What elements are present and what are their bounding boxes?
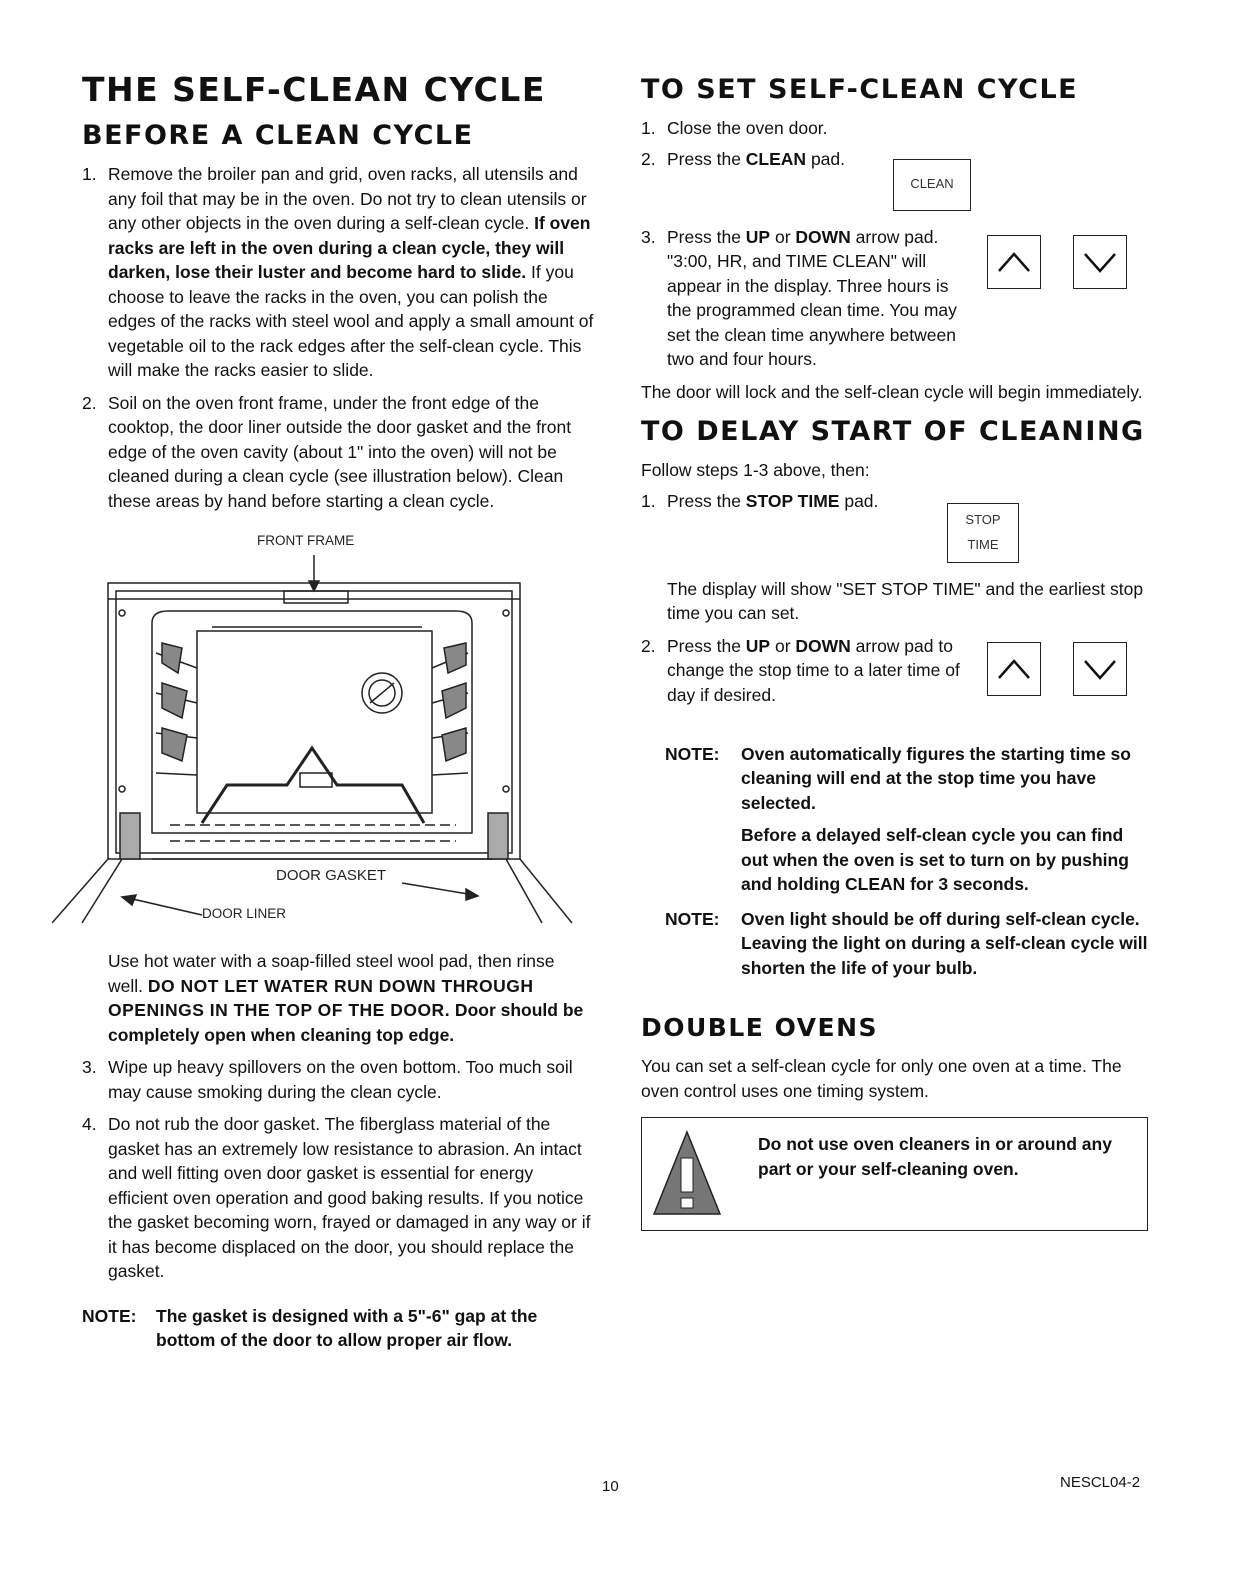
- door-liner-label: DOOR LINER: [202, 906, 287, 921]
- step-text: or: [770, 635, 796, 656]
- list-item: 1. Remove the broiler pan and grid, oven…: [82, 162, 594, 383]
- down-label: DOWN: [795, 226, 851, 247]
- front-frame-label: FRONT FRAME: [257, 533, 355, 548]
- up-arrow-icon: [998, 658, 1030, 679]
- item-text: Wipe up heavy spillovers on the oven bot…: [108, 1057, 573, 1102]
- section-heading-set-self-clean: TO SET SELF-CLEAN CYCLE: [641, 74, 1079, 105]
- down-arrow-icon: [1084, 252, 1116, 273]
- item-number: 4.: [82, 1114, 97, 1134]
- up-arrow-icon: [998, 251, 1030, 272]
- up-arrow-pad: [987, 234, 1041, 289]
- note-text: Oven automatically figures the starting …: [741, 743, 1131, 813]
- step-text: arrow pad. "3:00, HR, and TIME CLEAN" wi…: [667, 226, 957, 370]
- step-item: 2. Press the UP or DOWN arrow pad to cha…: [641, 634, 1153, 734]
- step-number: 1.: [641, 118, 656, 138]
- step-number: 1.: [641, 490, 656, 511]
- step-number: 2.: [641, 148, 656, 169]
- double-ovens-text: You can set a self-clean cycle for only …: [641, 1056, 1122, 1101]
- gasket-note: NOTE: The gasket is designed with a 5"-6…: [82, 1304, 594, 1353]
- list-item: 3. Wipe up heavy spillovers on the oven …: [82, 1055, 594, 1104]
- up-label: UP: [745, 635, 771, 656]
- warning-box: Do not use oven cleaners in or around an…: [641, 1117, 1148, 1231]
- down-label: DOWN: [795, 635, 851, 656]
- instruction-caps: DO NOT LET WATER RUN DOWN THROUGH OPENIN…: [108, 975, 534, 1021]
- oven-illustration: FRONT FRAME: [52, 523, 592, 943]
- list-item: 2. Soil on the oven front frame, under t…: [82, 391, 594, 514]
- step-item: 2. Press the CLEAN pad. CLEAN: [641, 147, 1153, 217]
- step-text: Press the: [667, 635, 746, 656]
- step-bold: CLEAN: [745, 148, 807, 169]
- cleaning-instructions: Use hot water with a soap-filled steel w…: [82, 949, 594, 1047]
- document-id: NESCL04-2: [1060, 1474, 1141, 1491]
- stop-time-pad-line2: TIME: [967, 536, 999, 552]
- stop-time-pad-button: STOP TIME: [947, 502, 1019, 563]
- step-text-block: Press the UP or DOWN arrow pad. "3:00, H…: [667, 225, 967, 372]
- up-arrow-pad: [987, 641, 1041, 696]
- item-number: 3.: [82, 1057, 97, 1077]
- step-text: arrow pad to change the stop time to a l…: [667, 635, 960, 705]
- oven-light-note: NOTE: Oven light should be off during se…: [665, 907, 1153, 981]
- step-item: 1. Close the oven door.: [641, 116, 1153, 141]
- note-text: Oven light should be off during self-cle…: [741, 908, 1148, 978]
- instruction-bold: Door should be completely open when clea…: [108, 1000, 584, 1045]
- item-number: 2.: [82, 392, 97, 413]
- left-column: THE SELF-CLEAN CYCLE BEFORE A CLEAN CYCL…: [52, 68, 594, 1353]
- item-text: Do not rub the door gasket. The fibergla…: [108, 1114, 591, 1281]
- down-arrow-pad: [1073, 234, 1127, 289]
- stop-time-pad-line1: STOP: [965, 512, 1001, 527]
- up-label: UP: [745, 226, 771, 247]
- warning-text: Do not use oven cleaners in or around an…: [758, 1134, 1112, 1179]
- step-text: Press the: [667, 226, 746, 247]
- note-label: NOTE:: [665, 908, 720, 929]
- step-text: pad.: [806, 148, 846, 169]
- delay-note: NOTE: Oven automatically figures the sta…: [665, 742, 1153, 897]
- step-text: or: [770, 226, 796, 247]
- oven-diagram: [52, 555, 573, 924]
- clean-pad-button: CLEAN: [893, 158, 971, 211]
- item-bold-text: If oven racks are left in the oven durin…: [108, 213, 591, 282]
- down-arrow-icon: [1084, 659, 1116, 680]
- section-heading-double-ovens: DOUBLE OVENS: [641, 1013, 879, 1042]
- section-heading-delay-start: TO DELAY START OF CLEANING: [641, 416, 1145, 447]
- step-text: Press the: [667, 148, 746, 169]
- clean-pad-label: CLEAN: [910, 176, 954, 192]
- list-item: 4. Do not rub the door gasket. The fiber…: [82, 1112, 594, 1284]
- item-text: If you choose to leave the racks in the …: [108, 262, 594, 380]
- item-number: 1.: [82, 164, 97, 184]
- note-label: NOTE:: [82, 1305, 137, 1326]
- page-title: THE SELF-CLEAN CYCLE: [82, 70, 546, 109]
- right-column: TO SET SELF-CLEAN CYCLE 1. Close the ove…: [641, 68, 1153, 1231]
- note-label: NOTE:: [665, 743, 720, 764]
- section-heading-before-clean: BEFORE A CLEAN CYCLE: [82, 120, 474, 151]
- step-item: 1. Press the STOP TIME pad. STOP TIME: [641, 489, 1153, 569]
- step-item: 3. Press the UP or DOWN arrow pad. "3:00…: [641, 225, 1153, 372]
- step-text: pad.: [839, 490, 879, 511]
- step-text: Press the: [667, 490, 746, 511]
- step-text: Close the oven door.: [667, 118, 828, 138]
- step-number: 2.: [641, 635, 656, 656]
- display-text: The display will show "SET STOP TIME" an…: [667, 578, 1144, 624]
- door-gasket-label: DOOR GASKET: [276, 867, 387, 884]
- page-number: 10: [602, 1478, 619, 1495]
- note-text-2: Before a delayed self-clean cycle you ca…: [741, 825, 1129, 894]
- door-lock-text: The door will lock and the self-clean cy…: [641, 381, 1143, 402]
- item-text: Soil on the oven front frame, under the …: [108, 392, 572, 511]
- note-text: The gasket is designed with a 5"-6" gap …: [156, 1305, 538, 1351]
- instruction-text: Use hot water with a soap-filled steel w…: [108, 951, 555, 996]
- follow-steps-text: Follow steps 1-3 above, then:: [641, 460, 870, 480]
- down-arrow-pad: [1073, 641, 1127, 696]
- item-text: Remove the broiler pan and grid, oven ra…: [108, 164, 587, 233]
- step-text-block: Press the UP or DOWN arrow pad to change…: [667, 634, 967, 708]
- warning-triangle-icon: [652, 1129, 722, 1215]
- step-number: 3.: [641, 226, 656, 247]
- step-bold: STOP TIME: [745, 490, 840, 511]
